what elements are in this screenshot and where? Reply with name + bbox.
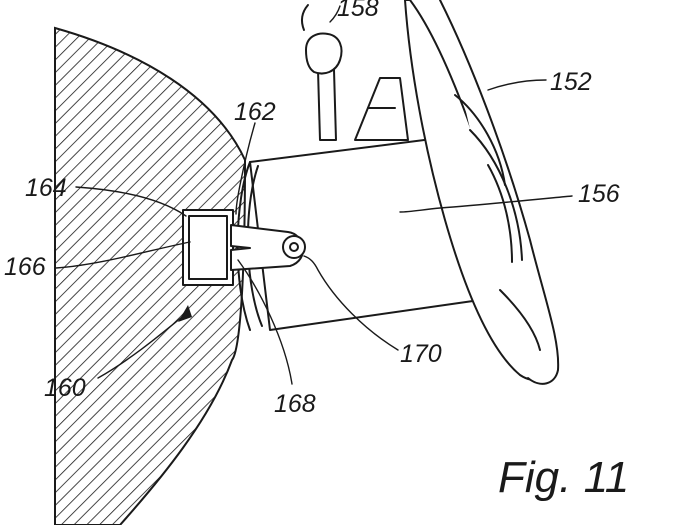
- ref-166: 166: [4, 253, 46, 281]
- ref-162: 162: [234, 98, 276, 126]
- shift-lever: [300, 4, 343, 141]
- link-arm-168: [230, 224, 306, 271]
- ref-156: 156: [578, 180, 620, 208]
- ref-170: 170: [400, 340, 442, 368]
- ref-152: 152: [550, 68, 592, 96]
- leader-lines: [55, 5, 573, 385]
- figure-caption: Fig. 11: [498, 453, 629, 502]
- ref-164: 164: [25, 174, 67, 202]
- ref-158: 158: [337, 0, 379, 22]
- steering-column-156: [236, 137, 481, 331]
- firewall-section: [54, 26, 247, 526]
- column-shroud-158: [354, 77, 409, 141]
- ref-168: 168: [274, 390, 316, 418]
- bracket-164: [182, 209, 234, 286]
- steering-wheel-152: [404, 0, 560, 385]
- ref-160: 160: [44, 374, 86, 402]
